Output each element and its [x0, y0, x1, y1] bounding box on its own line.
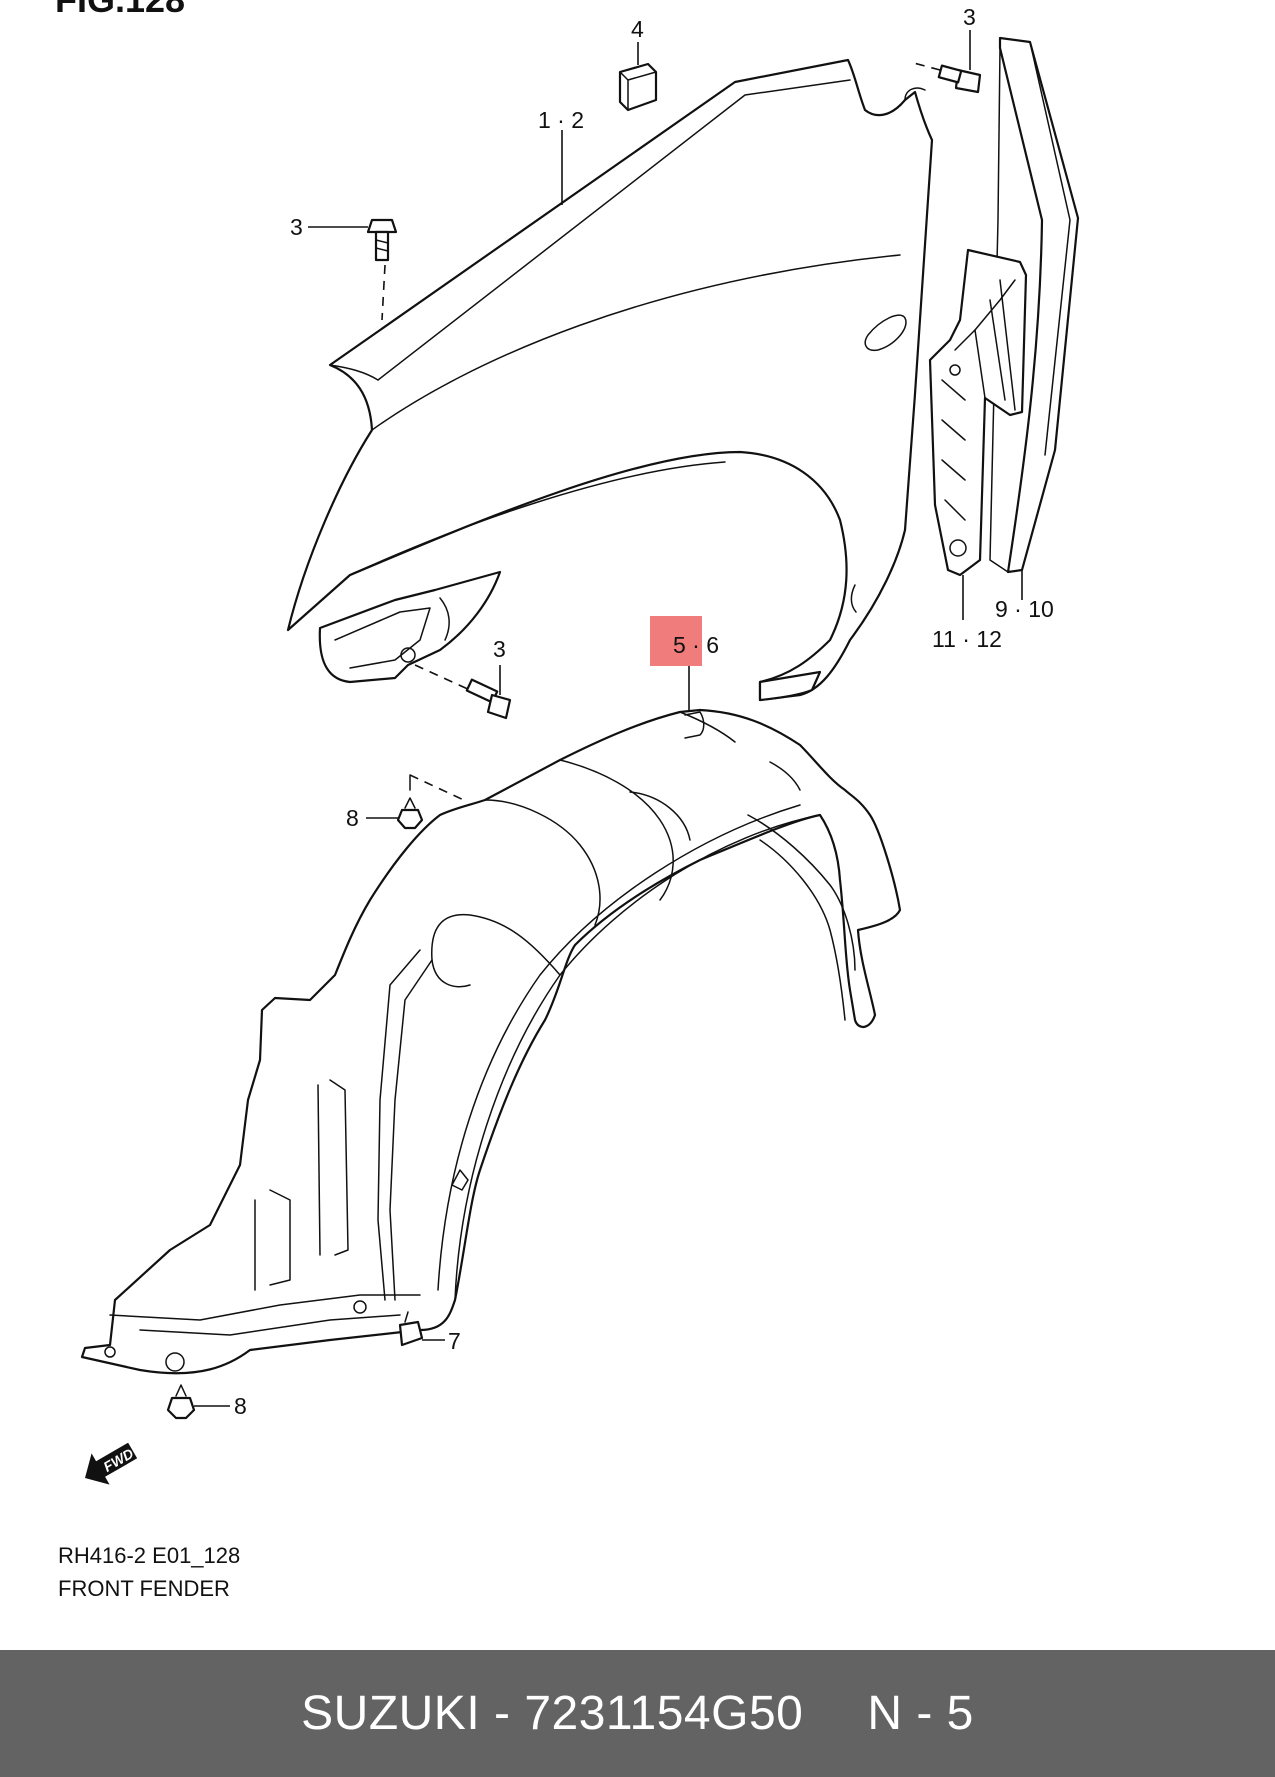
callout-bolt-left: 3 — [290, 214, 303, 240]
quantity-text: N - 5 — [867, 1687, 974, 1740]
callout-bolt-top-right: 3 — [963, 4, 976, 30]
cover-4: 4 — [618, 16, 658, 112]
bolt-top-right: 3 — [909, 4, 982, 94]
figure-title: FIG.128 — [55, 0, 185, 20]
fwd-arrow-icon: FWD — [85, 1442, 138, 1485]
clip-8-upper: 8 — [346, 774, 469, 831]
callout-cover-4: 4 — [631, 16, 644, 42]
front-fender-drawing — [286, 58, 934, 702]
callout-clip-7: 7 — [448, 1328, 461, 1354]
clip-7: 7 — [398, 1311, 461, 1354]
fender-liner-drawing — [80, 708, 902, 1375]
parts-diagram: FIG.128 3 3 — [55, 0, 1080, 1485]
footer-bar: SUZUKI - 7231154G50 N - 5 — [0, 1650, 1275, 1777]
callout-clip-8-upper: 8 — [346, 805, 359, 831]
bolt-left: 3 — [290, 214, 398, 321]
callout-seal-9-10: 9 · 10 — [995, 596, 1054, 622]
callout-bracket-11-12: 11 · 12 — [932, 626, 1002, 652]
callout-bolt-bottom: 3 — [493, 636, 506, 662]
part-number-text: SUZUKI - 7231154G50 — [301, 1687, 804, 1740]
callout-clip-8-lower: 8 — [234, 1393, 247, 1419]
callout-fender: 1 · 2 — [538, 107, 584, 133]
diagram-code: RH416-2 E01_128 — [58, 1543, 241, 1568]
diagram-name: FRONT FENDER — [58, 1576, 230, 1601]
callout-liner: 5 · 6 — [673, 632, 719, 658]
bracket-11-12: 11 · 12 — [928, 248, 1028, 652]
clip-8-lower: 8 — [166, 1384, 247, 1420]
liner-callout-highlight — [650, 616, 702, 666]
bolt-bottom: 3 — [414, 636, 512, 720]
